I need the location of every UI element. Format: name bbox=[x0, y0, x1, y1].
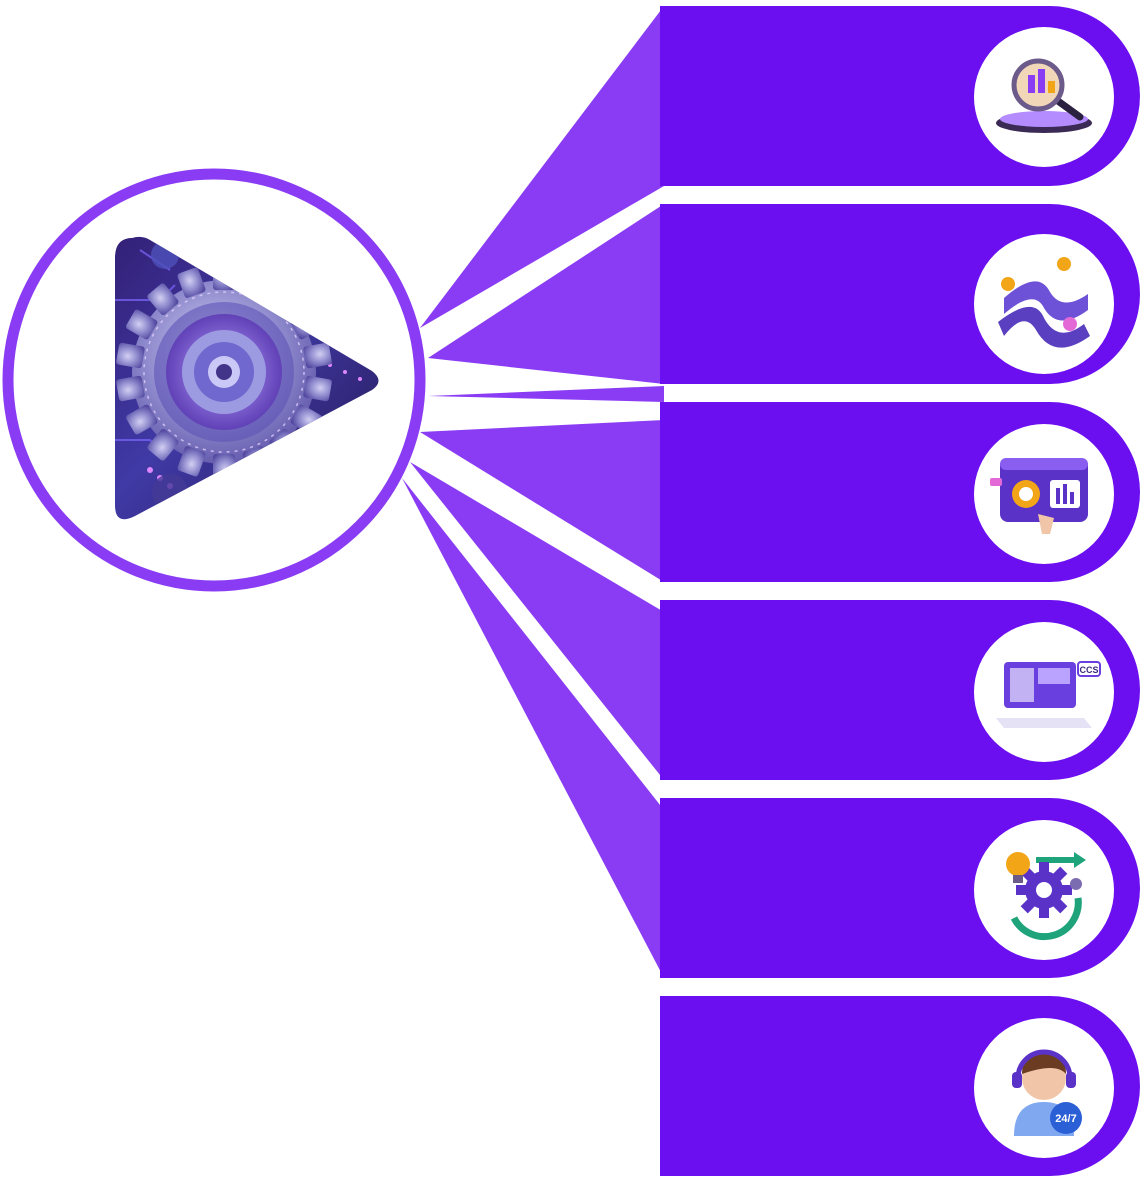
spoke-4 bbox=[420, 420, 664, 582]
cards: CCS 24/7 bbox=[660, 6, 1140, 1176]
card-3 bbox=[660, 402, 1140, 582]
hub bbox=[2, 168, 426, 592]
svg-text:24/7: 24/7 bbox=[1055, 1113, 1076, 1125]
card-2 bbox=[660, 204, 1140, 384]
card-4: CCS bbox=[660, 600, 1140, 780]
spoke-6 bbox=[402, 478, 664, 978]
card-1 bbox=[660, 6, 1140, 186]
spoke-5 bbox=[410, 462, 664, 780]
spoke-1 bbox=[420, 6, 664, 328]
spoke-2 bbox=[428, 204, 664, 384]
magnifier-chart-icon bbox=[996, 58, 1092, 133]
spoke-3 bbox=[428, 386, 664, 402]
design-workstation-css-icon: CCS bbox=[996, 661, 1101, 728]
support-agent-24-7-icon: 24/7 bbox=[1012, 1049, 1082, 1136]
winding-road-map-icon bbox=[998, 257, 1090, 348]
card-6: 24/7 bbox=[660, 996, 1140, 1176]
dashboard-screen-icon bbox=[990, 458, 1088, 534]
card-5 bbox=[660, 798, 1140, 978]
spokes bbox=[402, 6, 664, 978]
idea-gear-process-icon bbox=[1006, 852, 1086, 941]
svg-text:CCS: CCS bbox=[1079, 665, 1098, 675]
